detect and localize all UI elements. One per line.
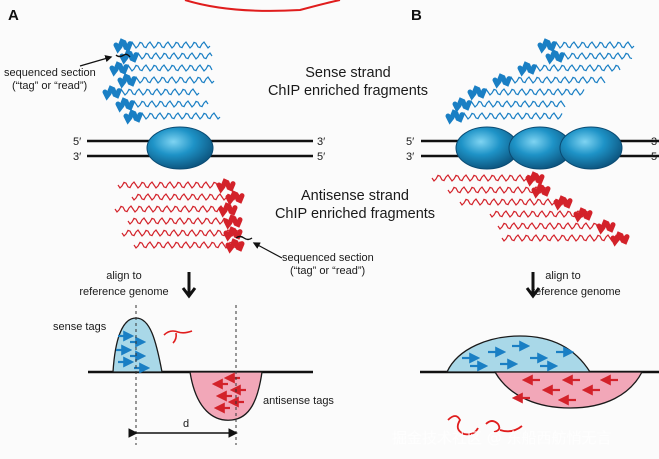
sense-peak-a — [112, 317, 163, 373]
sequenced-tag — [467, 85, 487, 101]
seq-note-top-bracket — [115, 53, 131, 58]
three-prime-top-b: 3 — [651, 136, 657, 148]
seq-note-bottom-line1: sequenced section — [282, 252, 374, 264]
panel-a-letter: A — [8, 7, 19, 24]
sequenced-tag — [573, 207, 593, 223]
red-scribble-bottom — [447, 415, 523, 436]
sequenced-tag — [531, 183, 551, 199]
sequenced-tag — [517, 61, 537, 77]
seq-note-bottom-line2: (“tag” or “read”) — [290, 265, 365, 277]
sense-read — [469, 88, 585, 96]
sequenced-tag — [596, 219, 616, 235]
align-arrow-b — [525, 272, 541, 299]
five-prime-top-a: 5′ — [73, 136, 81, 148]
sequenced-tag — [223, 214, 243, 230]
antisense-read — [431, 174, 543, 182]
peak-arrows-b — [462, 340, 618, 406]
nucleosome-b3 — [559, 126, 623, 170]
antisense-read — [127, 217, 241, 225]
sequenced-tag — [610, 231, 630, 247]
three-prime-top-a: 3′ — [317, 136, 325, 148]
seq-note-top-line2: (“tag” or “read”) — [12, 80, 87, 92]
antisense-fragments-a — [114, 178, 245, 254]
sequenced-tag — [225, 190, 245, 206]
sequenced-tag — [102, 85, 122, 101]
three-prime-bottom-b: 3′ — [406, 151, 414, 163]
five-prime-bottom-a: 5′ — [317, 151, 325, 163]
align-label-b-line1: align to — [545, 270, 580, 282]
nucleosome-a — [146, 126, 214, 170]
seq-note-top-line1: sequenced section — [4, 67, 96, 79]
sense-read — [447, 112, 563, 120]
sense-read — [494, 76, 606, 84]
antisense-title-line2: ChIP enriched fragments — [275, 206, 435, 222]
sequenced-tag — [225, 238, 245, 254]
sense-fragments-b — [445, 38, 635, 125]
red-annotation-hook — [163, 330, 193, 344]
peak-arrows-a — [116, 330, 246, 414]
sequenced-tag — [553, 195, 573, 211]
sequenced-tag — [545, 49, 565, 65]
antisense-read — [117, 181, 233, 189]
sequenced-tag — [109, 61, 129, 77]
red-scribble-top — [184, 0, 341, 12]
antisense-fragments-b — [431, 171, 630, 247]
sense-read — [111, 64, 213, 72]
antisense-read — [114, 205, 236, 213]
seq-note-top-arrow — [79, 55, 113, 67]
sense-title-line1: Sense strand — [305, 65, 390, 81]
distance-label: d — [183, 418, 189, 430]
sense-fragments-a — [102, 38, 221, 125]
sequenced-tag — [525, 171, 545, 187]
sequenced-tag — [123, 109, 143, 125]
three-prime-bottom-a: 3′ — [73, 151, 81, 163]
antisense-read — [121, 229, 241, 237]
antisense-read — [447, 186, 549, 194]
sense-read — [519, 64, 621, 72]
panel-b-letter: B — [411, 7, 422, 24]
sequenced-tag — [119, 49, 139, 65]
antisense-read — [133, 241, 243, 249]
sense-tags-label: sense tags — [53, 321, 107, 333]
align-label-b-line2: reference genome — [531, 286, 620, 298]
antisense-read — [501, 234, 627, 242]
antisense-title-line1: Antisense strand — [301, 188, 409, 204]
antisense-read — [497, 222, 613, 230]
sequenced-tag — [445, 109, 465, 125]
sequenced-tag — [115, 97, 135, 113]
sequenced-tag — [117, 73, 137, 89]
align-arrow-a — [181, 272, 197, 299]
sense-title-line2: ChIP enriched fragments — [268, 83, 428, 99]
sequenced-tag — [216, 178, 236, 194]
sequenced-tag — [492, 73, 512, 89]
antisense-tags-label: antisense tags — [263, 395, 334, 407]
sequenced-tag — [113, 38, 133, 54]
five-prime-bottom-b: 5 — [651, 151, 657, 163]
sequenced-tag — [452, 97, 472, 113]
sequenced-tag — [537, 38, 557, 54]
antisense-peak-b — [493, 371, 644, 409]
seq-note-bottom-arrow — [252, 242, 283, 259]
sequenced-tag — [218, 202, 238, 218]
antisense-read — [489, 210, 591, 218]
sense-peak-b — [445, 335, 592, 373]
watermark-text: 掘金技术社区 @ 东船西舫悄无言 — [392, 429, 612, 447]
align-label-a-line2: reference genome — [79, 286, 168, 298]
antisense-read — [131, 193, 243, 201]
align-label-a-line1: align to — [106, 270, 141, 282]
seq-note-bottom-bracket — [235, 235, 253, 241]
sense-read — [454, 100, 566, 108]
antisense-read — [459, 198, 571, 206]
five-prime-top-b: 5′ — [406, 136, 414, 148]
